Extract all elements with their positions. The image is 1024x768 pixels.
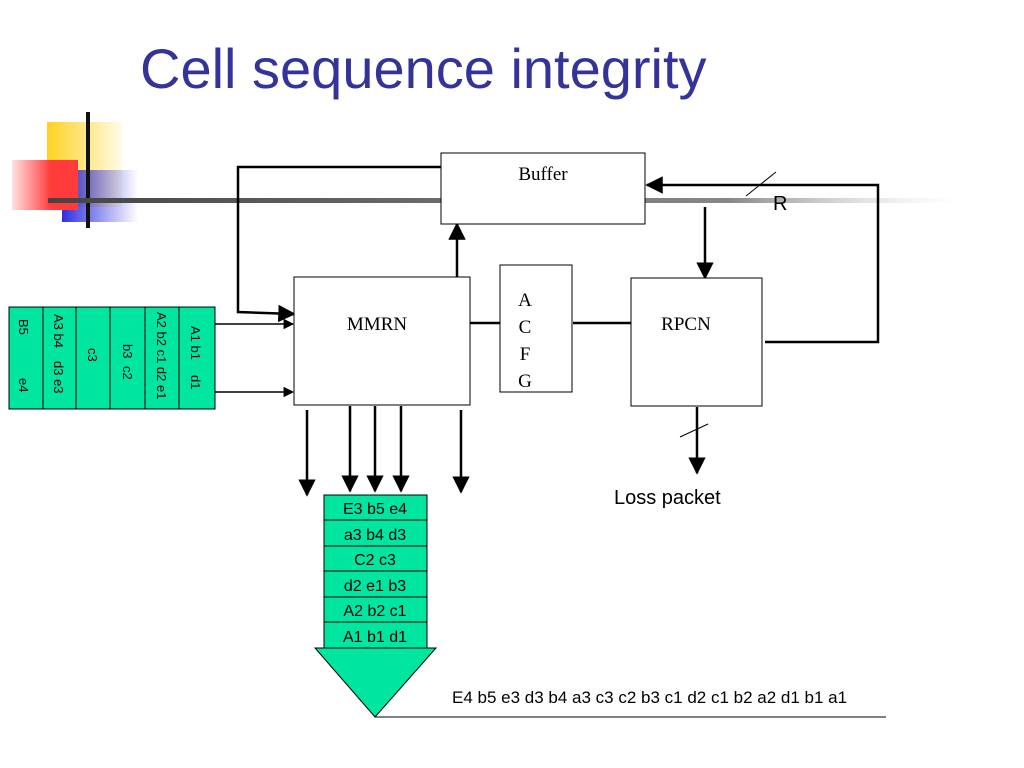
node-buffer: Buffer — [440, 152, 646, 225]
output-cell-6: A1 b1 d1 — [343, 629, 407, 646]
input-col-6-bottom: d1 — [188, 375, 203, 389]
connectors — [215, 165, 886, 718]
output-cell-2: a3 b4 d3 — [344, 527, 406, 544]
acfg-letter-c: C — [519, 317, 532, 338]
input-col-6-top: A1 b1 — [188, 326, 203, 360]
output-stack: E3 b5 e4 a3 b4 d3 C2 c3 d2 e1 b3 A2 b2 c… — [313, 494, 438, 718]
buffer-label: Buffer — [518, 164, 568, 185]
mmrn-label: MMRN — [347, 314, 407, 335]
loss-slash — [679, 423, 709, 438]
input-col-3: c3 — [85, 348, 100, 362]
node-acfg: A C F G — [499, 264, 573, 393]
acfg-letter-g: G — [518, 371, 532, 392]
output-cell-4: d2 e1 b3 — [344, 578, 406, 595]
node-mmrn: MMRN — [293, 276, 471, 406]
loss-packet-label: Loss packet — [614, 487, 721, 509]
r-slash — [745, 171, 777, 197]
acfg-letter-a: A — [518, 290, 532, 311]
buffer-to-mmrn-line — [236, 165, 441, 323]
input-col-2-top: A3 b4 — [51, 314, 66, 348]
input-cells: B5 e4 A3 b4 d3 e3 c3 b3 c2 A2 b2 c1 d2 e… — [8, 306, 216, 410]
input-col-5: A2 b2 c1 d2 e1 — [154, 312, 169, 399]
output-sequence-label: E4 b5 e3 d3 b4 a3 c3 c2 b3 c1 d2 c1 b2 a… — [452, 688, 847, 707]
node-rpcn: RPCN — [630, 277, 763, 407]
acfg-letter-f: F — [520, 344, 531, 365]
output-cell-1: E3 b5 e4 — [343, 501, 407, 518]
input-col-1-top: B5 — [16, 319, 31, 335]
input-col-4-bottom: c2 — [120, 366, 135, 380]
input-col-1-bottom: e4 — [16, 378, 31, 392]
output-cell-5: A2 b2 c1 — [343, 603, 406, 620]
rpcn-label: RPCN — [661, 314, 711, 335]
feedback-to-buffer-arrow — [645, 176, 880, 344]
r-label: R — [773, 193, 787, 215]
output-arrow-head — [313, 647, 438, 718]
slide-title: Cell sequence integrity — [140, 37, 707, 100]
input-col-4-top: b3 — [120, 344, 135, 358]
input-col-2-bottom: d3 e3 — [51, 361, 66, 394]
output-cell-3: C2 c3 — [354, 552, 396, 569]
